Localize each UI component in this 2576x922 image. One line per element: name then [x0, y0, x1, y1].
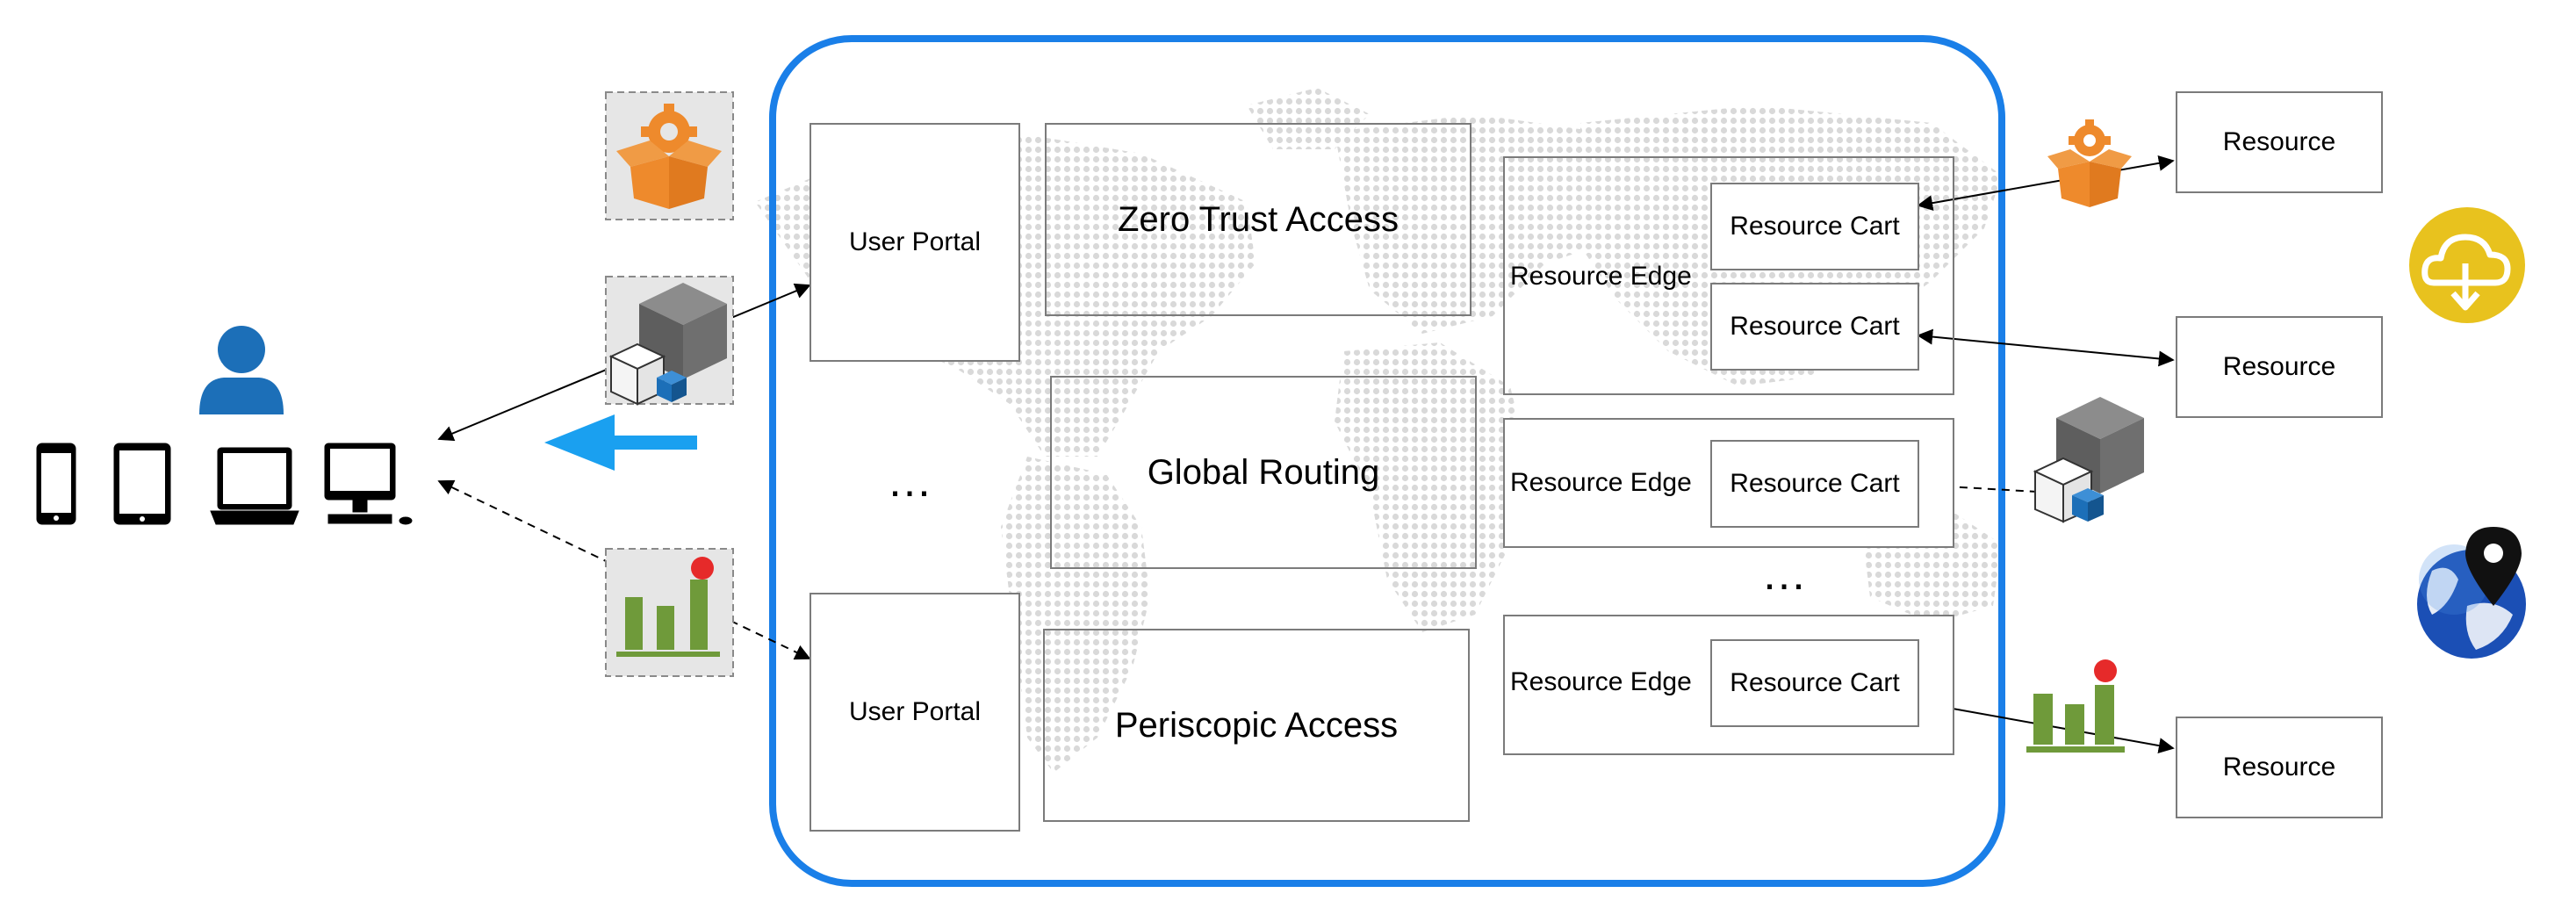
- resource-box-3-label: Resource: [2222, 753, 2336, 782]
- global-routing-label: Global Routing: [1147, 452, 1380, 492]
- bar-chart-icon: [616, 557, 720, 657]
- app-box-gear-icon: [616, 104, 722, 209]
- smartphone-icon: [36, 443, 76, 525]
- return-arrow: [544, 414, 697, 471]
- resource-box-2-label: Resource: [2222, 352, 2336, 381]
- resource-box-1-label: Resource: [2222, 127, 2336, 156]
- arrow-devices-to-portal-bottom: [437, 479, 811, 660]
- platform-container: [769, 35, 2005, 887]
- resource-box-3[interactable]: Resource: [2176, 717, 2383, 818]
- user-portal-bottom[interactable]: User Portal: [809, 593, 1020, 832]
- package-cubes-resource-icon: [2033, 397, 2144, 523]
- resource-box-2[interactable]: Resource: [2176, 316, 2383, 418]
- bar-chart-resource-icon: [2026, 659, 2125, 753]
- resource-cart-3[interactable]: Resource Cart: [1710, 440, 1919, 528]
- resource-cart-1-label: Resource Cart: [1730, 212, 1900, 241]
- edge-ellipsis: …: [1761, 549, 1812, 600]
- resource-cart-4[interactable]: Resource Cart: [1710, 639, 1919, 727]
- resource-box-1[interactable]: Resource: [2176, 91, 2383, 193]
- devices-row: [36, 443, 413, 525]
- resource-cart-3-label: Resource Cart: [1730, 469, 1900, 498]
- user-portal-top[interactable]: User Portal: [809, 123, 1020, 362]
- package-cubes-icon: [608, 283, 727, 406]
- resource-edge-1[interactable]: [1503, 156, 1954, 395]
- user-portal-top-label: User Portal: [848, 227, 982, 256]
- portal-ellipsis: …: [887, 456, 938, 507]
- app-box-gear-tile: [605, 91, 734, 220]
- laptop-icon: [210, 447, 299, 525]
- cloud-download-icon: [2409, 207, 2525, 323]
- resource-edge-2-label: Resource Edge: [1510, 468, 1692, 497]
- orange-app-gear-icon: [2047, 119, 2132, 207]
- resource-cart-4-label: Resource Cart: [1730, 668, 1900, 697]
- user-portal-bottom-label: User Portal: [848, 697, 982, 726]
- zero-trust-access-label: Zero Trust Access: [1117, 199, 1400, 239]
- globe-location-icon: [2417, 527, 2526, 659]
- bar-chart-tile: [605, 548, 734, 677]
- package-cubes-tile: [605, 276, 734, 406]
- arrow-cart2-to-resource2: [1917, 328, 2175, 367]
- arrow-cart1-to-resource1: [1917, 155, 2175, 212]
- resource-cart-2[interactable]: Resource Cart: [1710, 283, 1919, 371]
- tablet-icon: [113, 443, 171, 525]
- resource-cart-2-label: Resource Cart: [1730, 312, 1900, 341]
- global-routing-box[interactable]: Global Routing: [1050, 376, 1477, 569]
- resource-edge-3-label: Resource Edge: [1510, 667, 1692, 696]
- periscopic-access-box[interactable]: Periscopic Access: [1043, 629, 1470, 822]
- user-icon: [199, 326, 284, 414]
- resource-edge-1-label: Resource Edge: [1510, 262, 1692, 291]
- desktop-icon: [324, 443, 413, 525]
- periscopic-access-label: Periscopic Access: [1114, 705, 1399, 745]
- zero-trust-access-box[interactable]: Zero Trust Access: [1045, 123, 1471, 316]
- resource-cart-1[interactable]: Resource Cart: [1710, 183, 1919, 270]
